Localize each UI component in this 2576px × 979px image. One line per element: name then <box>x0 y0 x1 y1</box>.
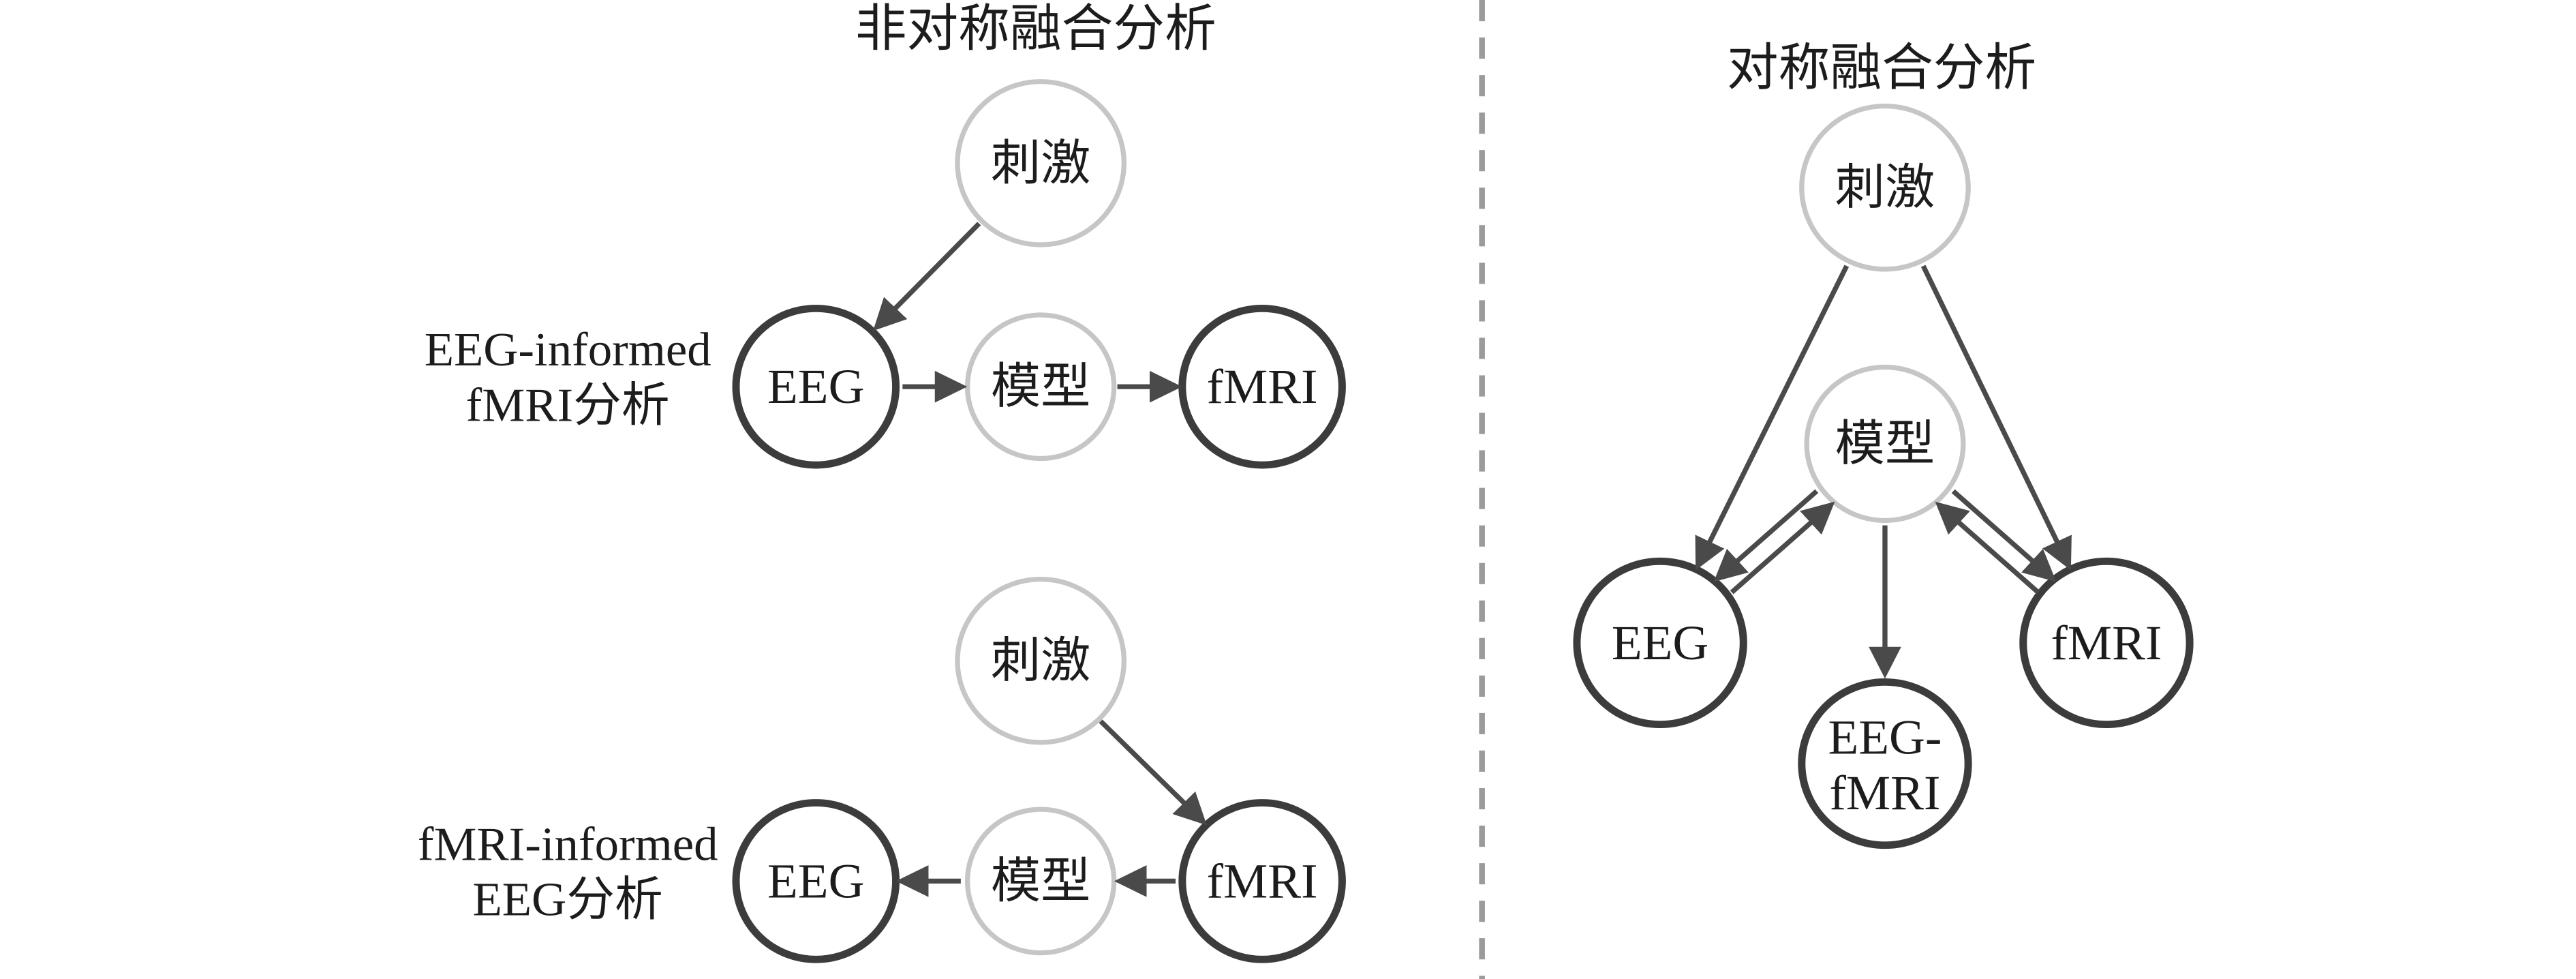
stimulus-node <box>1799 103 1971 272</box>
symmetric-fusion-diagram: 刺激 模型 EEG fMRI EEG- fMRI <box>1573 103 2194 849</box>
eeg-fmri-node-label-line1: EEG- <box>1828 710 1942 764</box>
arrow-model-to-eeg <box>1713 489 1819 582</box>
fmri-node-label: fMRI <box>1207 854 1318 908</box>
eeg-node <box>732 304 900 469</box>
eeg-node-label: EEG <box>1612 616 1708 670</box>
arrow-fmri-to-model <box>1935 501 2040 594</box>
arrow-stimulus-to-eeg <box>873 222 981 331</box>
model-node-label: 模型 <box>1835 417 1935 471</box>
fmri-informed-eeg-diagram: fMRI-informed EEG分析 刺激 EEG 模型 fMRI <box>418 577 1346 963</box>
diagram-label-line2: fMRI分析 <box>466 380 670 432</box>
arrow-stimulus-to-fmri <box>1099 719 1207 826</box>
diagram-label-line1: EEG-informed <box>425 325 711 376</box>
arrow-stimulus-to-fmri <box>1920 265 2072 571</box>
model-node <box>964 807 1117 956</box>
eeg-fmri-node <box>1798 678 1972 849</box>
model-node-label: 模型 <box>991 854 1091 908</box>
fmri-node <box>1178 799 1346 963</box>
stimulus-node <box>955 79 1126 247</box>
diagram-label-line1: fMRI-informed <box>418 819 718 871</box>
model-node <box>1804 364 1966 524</box>
arrow-eeg-to-model <box>1730 501 1835 594</box>
diagram-label-line2: EEG分析 <box>472 874 662 926</box>
model-node-label: 模型 <box>991 359 1091 414</box>
fmri-node-label: fMRI <box>2051 616 2162 670</box>
fmri-node <box>2019 557 2194 729</box>
stimulus-node-label: 刺激 <box>1835 160 1935 215</box>
eeg-node-label: EEG <box>767 854 864 908</box>
stimulus-node-label: 刺激 <box>991 633 1091 688</box>
right-panel-title: 对称融合分析 <box>1727 40 2036 96</box>
eeg-fmri-node-label-line2: fMRI <box>1830 766 1941 820</box>
eeg-node-label: EEG <box>767 359 864 414</box>
eeg-informed-fmri-diagram: EEG-informed fMRI分析 刺激 EEG 模型 fMRI <box>425 79 1346 469</box>
model-node <box>964 312 1117 462</box>
stimulus-node <box>955 577 1126 745</box>
fmri-node <box>1178 304 1346 469</box>
left-panel-title: 非对称融合分析 <box>855 1 1216 57</box>
eeg-node <box>732 799 900 963</box>
arrow-stimulus-to-eeg <box>1695 265 1850 571</box>
stimulus-node-label: 刺激 <box>991 136 1091 190</box>
fmri-node-label: fMRI <box>1207 359 1318 414</box>
eeg-node <box>1573 557 1747 729</box>
